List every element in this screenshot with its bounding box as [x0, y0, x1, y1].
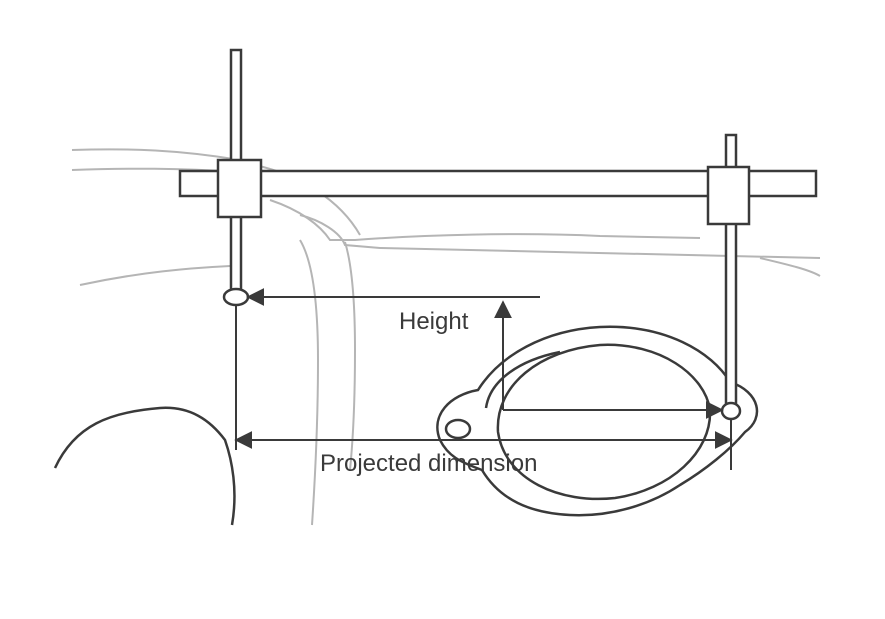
- height-label: Height: [399, 308, 469, 335]
- contour-line: [71, 148, 241, 161]
- contour-line: [269, 199, 701, 241]
- mounting-flange: [436, 325, 759, 517]
- contour-line: [344, 241, 357, 471]
- left-pointer-slider: [216, 158, 263, 219]
- body-panel-contours: [71, 148, 821, 526]
- flange-outline: [436, 325, 759, 517]
- contour-line: [79, 265, 231, 286]
- right-pointer-slider: [706, 165, 751, 226]
- tram-gauge: [178, 48, 818, 421]
- left-pointer-tip: [222, 287, 250, 307]
- flange-bolt-hole: [444, 418, 472, 440]
- right-pointer-tip: [720, 401, 742, 421]
- projected-dimension-label: Projected dimension: [320, 450, 537, 477]
- contour-line: [299, 214, 821, 259]
- tire-outline: [53, 406, 236, 526]
- contour-line: [299, 239, 320, 526]
- contour-line: [759, 257, 821, 277]
- dimension-lines: [234, 288, 733, 470]
- flange-hole-rim: [484, 350, 561, 409]
